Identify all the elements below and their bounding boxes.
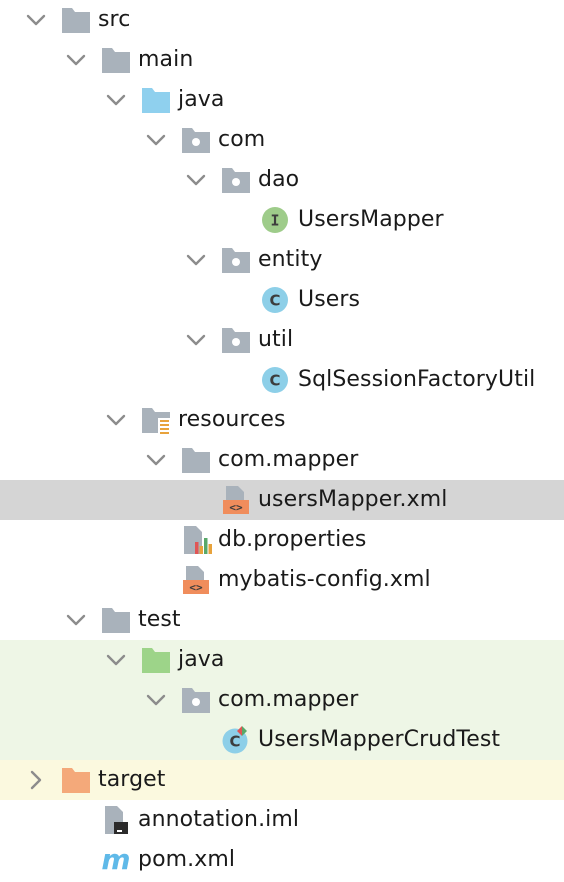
tree-row-test-com-mapper[interactable]: com.mapper [0, 680, 564, 720]
tree-row-crudtest[interactable]: C UsersMapperCrudTest [0, 720, 564, 760]
chevron-right-icon[interactable] [22, 766, 50, 794]
tree-row-dao[interactable]: dao [0, 160, 564, 200]
tree-label: SqlSessionFactoryUtil [298, 367, 536, 392]
tree-label: src [98, 7, 131, 32]
chevron-down-icon[interactable] [102, 86, 130, 114]
test-root-folder-icon [140, 645, 172, 675]
svg-text:<>: <> [189, 581, 203, 594]
tree-label: java [178, 87, 225, 112]
maven-icon: m [100, 845, 132, 875]
tree-row-resources[interactable]: resources [0, 400, 564, 440]
svg-text:I: I [270, 212, 279, 230]
tree-label: target [98, 767, 166, 792]
tree-row-main-java[interactable]: java [0, 80, 564, 120]
tree-label: pom.xml [138, 847, 236, 872]
chevron-down-icon[interactable] [102, 406, 130, 434]
package-icon [220, 245, 252, 275]
test-class-icon: C [220, 725, 252, 755]
tree-label: mybatis-config.xml [218, 567, 431, 592]
chevron-down-icon[interactable] [142, 686, 170, 714]
tree-label: util [258, 327, 294, 352]
tree-row-test-java[interactable]: java [0, 640, 564, 680]
tree-label: usersMapper.xml [258, 487, 448, 512]
tree-row-entity[interactable]: entity [0, 240, 564, 280]
tree-row-pom-xml[interactable]: m pom.xml [0, 840, 564, 880]
resources-folder-icon [140, 405, 172, 435]
chevron-down-icon[interactable] [102, 646, 130, 674]
svg-text:C: C [229, 733, 240, 751]
chevron-down-icon[interactable] [182, 166, 210, 194]
svg-text:C: C [269, 292, 280, 310]
iml-file-icon [100, 805, 132, 835]
tree-row-usersmapper[interactable]: I UsersMapper [0, 200, 564, 240]
tree-label: com.mapper [218, 687, 359, 712]
tree-label: db.properties [218, 527, 367, 552]
xml-file-icon: <> [220, 485, 252, 515]
tree-row-usersmapper-xml[interactable]: <> usersMapper.xml [0, 480, 564, 520]
properties-file-icon [180, 525, 212, 555]
tree-label: test [138, 607, 181, 632]
folder-icon [100, 45, 132, 75]
tree-label: resources [178, 407, 286, 432]
chevron-down-icon[interactable] [182, 246, 210, 274]
tree-label: annotation.iml [138, 807, 300, 832]
chevron-down-icon[interactable] [142, 446, 170, 474]
chevron-down-icon[interactable] [142, 126, 170, 154]
class-icon: C [260, 285, 292, 315]
folder-icon [180, 445, 212, 475]
tree-label: UsersMapper [298, 207, 444, 232]
excluded-folder-icon [60, 765, 92, 795]
tree-row-mybatis-config[interactable]: <> mybatis-config.xml [0, 560, 564, 600]
chevron-down-icon[interactable] [62, 46, 90, 74]
tree-row-test[interactable]: test [0, 600, 564, 640]
svg-text:m: m [101, 845, 130, 875]
tree-row-annotation-iml[interactable]: annotation.iml [0, 800, 564, 840]
tree-row-util[interactable]: util [0, 320, 564, 360]
tree-row-main[interactable]: main [0, 40, 564, 80]
tree-label: java [178, 647, 225, 672]
package-icon [180, 125, 212, 155]
tree-row-sqlsessionfactoryutil[interactable]: C SqlSessionFactoryUtil [0, 360, 564, 400]
tree-row-users[interactable]: C Users [0, 280, 564, 320]
tree-row-src[interactable]: src [0, 0, 564, 40]
source-root-folder-icon [140, 85, 172, 115]
xml-file-icon: <> [180, 565, 212, 595]
tree-label: com [218, 127, 266, 152]
tree-row-com-mapper[interactable]: com.mapper [0, 440, 564, 480]
tree-label: dao [258, 167, 300, 192]
tree-row-target[interactable]: target [0, 760, 564, 800]
tree-label: entity [258, 247, 323, 272]
interface-icon: I [260, 205, 292, 235]
folder-icon [60, 5, 92, 35]
tree-label: Users [298, 287, 361, 312]
chevron-down-icon[interactable] [62, 606, 90, 634]
package-icon [220, 325, 252, 355]
chevron-down-icon[interactable] [182, 326, 210, 354]
package-icon [180, 685, 212, 715]
tree-row-com[interactable]: com [0, 120, 564, 160]
svg-text:C: C [269, 372, 280, 390]
tree-label: UsersMapperCrudTest [258, 727, 501, 752]
class-icon: C [260, 365, 292, 395]
tree-label: main [138, 47, 194, 72]
tree-label: com.mapper [218, 447, 359, 472]
tree-row-db-properties[interactable]: db.properties [0, 520, 564, 560]
folder-icon [100, 605, 132, 635]
chevron-down-icon[interactable] [22, 6, 50, 34]
package-icon [220, 165, 252, 195]
svg-text:<>: <> [229, 501, 243, 514]
